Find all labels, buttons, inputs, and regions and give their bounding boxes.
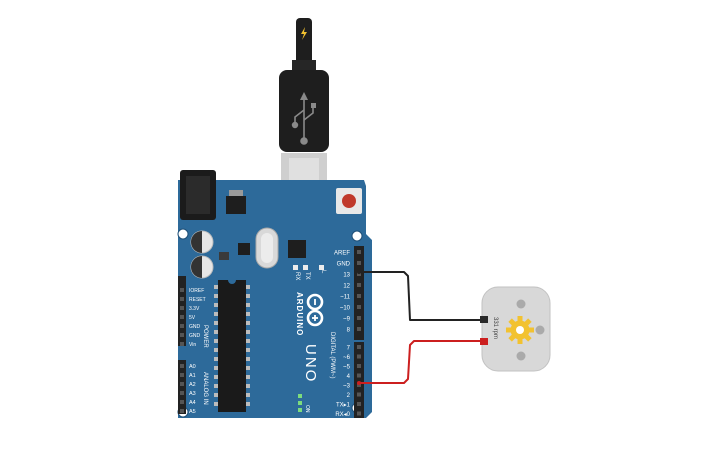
power-pin-label: IOREF <box>189 288 204 294</box>
power-pin-label: GND <box>189 324 201 330</box>
power-pin-hole[interactable] <box>180 324 184 328</box>
power-pin-label: 5V <box>189 315 196 321</box>
model-text: UNO <box>302 344 319 383</box>
power-pin-hole[interactable] <box>180 342 184 346</box>
power-led <box>298 394 302 398</box>
lightning-icon <box>301 27 307 40</box>
analog-pin-label: A3 <box>189 391 196 397</box>
power-pin-label: RESET <box>189 297 206 303</box>
usb-cable-neck <box>292 60 316 72</box>
power-pin-hole[interactable] <box>180 315 184 319</box>
digital-pin-label: AREF <box>334 251 350 257</box>
capacitor <box>190 230 214 254</box>
digital-pin-hole[interactable] <box>357 316 361 320</box>
digital-pin-label: 2 <box>347 393 351 399</box>
digital-pin-hole[interactable] <box>357 261 361 265</box>
analog-pin-hole[interactable] <box>180 409 184 413</box>
digital-pin-label: 13 <box>343 273 350 279</box>
digital-header-lower <box>354 342 364 418</box>
power-pin-label: Vin <box>189 342 196 348</box>
digital-pin-label: 12 <box>343 284 350 290</box>
digital-pin-label: 7 <box>347 346 351 352</box>
rx-led <box>293 265 298 270</box>
digital-pin-hole[interactable] <box>357 354 361 359</box>
digital-pin-label: TX▸1 <box>336 403 351 409</box>
digital-pin-label: 8 <box>347 328 351 334</box>
analog-header <box>178 360 186 414</box>
digital-pin-hole[interactable] <box>357 373 361 378</box>
dc-motor[interactable]: 331 rpm <box>480 286 551 372</box>
power-pin-label: GND <box>189 333 201 339</box>
digital-pin-label: 4 <box>347 374 351 380</box>
mounting-hole <box>351 230 363 242</box>
analog-pin-hole[interactable] <box>180 364 184 368</box>
digital-header-upper <box>354 246 364 340</box>
gear-icon <box>506 316 534 344</box>
power-pin-hole[interactable] <box>180 288 184 292</box>
digital-pin-hole[interactable] <box>357 327 361 331</box>
analog-pin-label: A5 <box>189 409 196 415</box>
smd-chip <box>238 243 250 255</box>
power-section-label: POWER <box>202 325 208 348</box>
crystal-oscillator <box>255 227 279 269</box>
analog-pin-hole[interactable] <box>180 400 184 404</box>
digital-pin-label: ~3 <box>343 384 351 390</box>
usb-interface-chip <box>288 240 306 258</box>
digital-section-label: DIGITAL (PWM~) <box>329 332 335 379</box>
tx-led-label: TX <box>304 272 310 280</box>
digital-pin-label: RX◂0 <box>335 412 350 418</box>
l-led-label: L <box>320 270 326 274</box>
analog-pin-label: A0 <box>189 364 196 370</box>
analog-pin-hole[interactable] <box>180 382 184 386</box>
usb-cable-strain-relief <box>296 18 312 64</box>
usb-icon <box>291 92 316 145</box>
voltage-regulator <box>226 196 246 214</box>
digital-pin-label: ~11 <box>340 295 350 301</box>
analog-pin-label: A1 <box>189 373 196 379</box>
on-led-label: ON <box>304 405 310 413</box>
brand-text: ARDUINO <box>295 292 304 336</box>
power-pin-hole[interactable] <box>180 306 184 310</box>
analog-pin-label: A2 <box>189 382 196 388</box>
digital-pin-hole[interactable] <box>357 294 361 298</box>
motor-speed-label: 331 rpm <box>492 317 498 339</box>
digital-pin-label: ~9 <box>343 317 351 323</box>
digital-pin-hole[interactable] <box>357 305 361 309</box>
analog-section-label: ANALOG IN <box>202 372 208 405</box>
digital-pin-label: GND <box>337 262 351 268</box>
tx-led <box>303 265 308 270</box>
analog-pin-hole[interactable] <box>180 373 184 377</box>
mounting-hole <box>177 228 189 240</box>
digital-pin-hole[interactable] <box>357 250 361 254</box>
wire-gnd[interactable] <box>357 270 486 321</box>
arduino-logo <box>306 293 324 327</box>
digital-pin-hole[interactable] <box>357 411 361 416</box>
digital-pin-hole[interactable] <box>357 392 361 397</box>
digital-pin-hole[interactable] <box>357 283 361 287</box>
digital-pin-label: ~5 <box>343 365 351 371</box>
power-pin-hole[interactable] <box>180 333 184 337</box>
reset-button[interactable] <box>336 188 362 214</box>
digital-pin-hole[interactable] <box>357 364 361 368</box>
wire-signal[interactable] <box>357 340 486 385</box>
digital-pin-label: ~10 <box>340 306 351 312</box>
capacitor <box>190 255 214 279</box>
power-pin-hole[interactable] <box>180 297 184 301</box>
digital-pin-label: ~6 <box>343 355 351 361</box>
l-led <box>319 265 324 270</box>
motor-terminal-negative[interactable] <box>480 316 488 323</box>
motor-terminal-positive[interactable] <box>480 338 488 345</box>
atmega-microcontroller <box>214 280 250 412</box>
digital-pin-hole[interactable] <box>357 402 361 406</box>
analog-pin-hole[interactable] <box>180 391 184 395</box>
digital-pin-hole[interactable] <box>357 345 361 349</box>
power-header <box>178 276 186 346</box>
analog-pin-label: A4 <box>189 400 196 406</box>
power-pin-label: 3.3V <box>189 306 200 312</box>
rx-led-label: RX <box>294 272 300 280</box>
